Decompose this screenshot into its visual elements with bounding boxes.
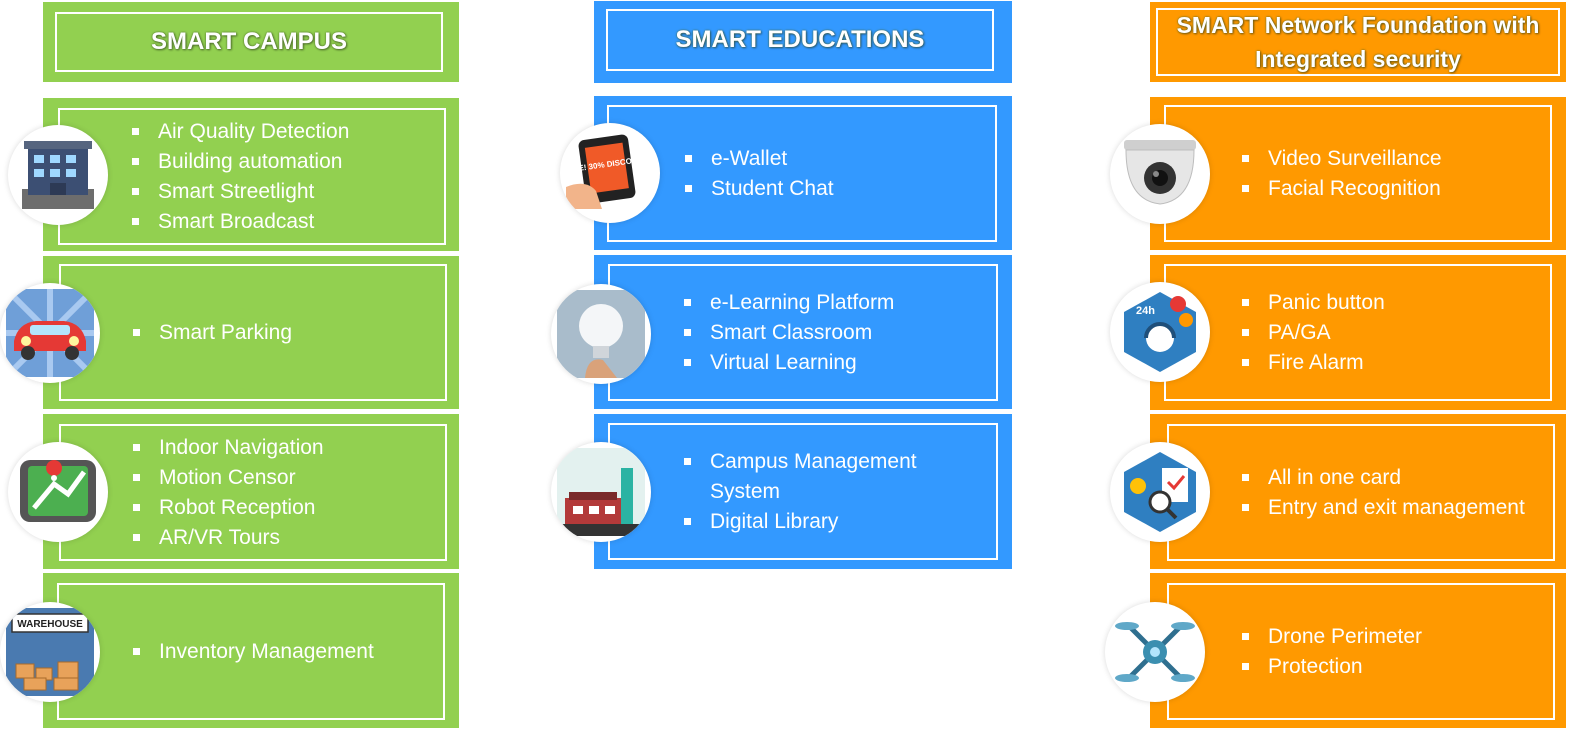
list-item: e-Wallet bbox=[683, 144, 834, 174]
education-card-learning: e-Learning Platform Smart Classroom Virt… bbox=[594, 255, 1012, 409]
cctv-camera-icon bbox=[1110, 124, 1210, 224]
support-24h-text: 24h bbox=[1136, 305, 1155, 317]
list-item: Smart Streetlight bbox=[130, 177, 349, 207]
list-item: Fire Alarm bbox=[1240, 348, 1385, 378]
list-item: Air Quality Detection bbox=[130, 117, 349, 147]
campus-card-building-list: Air Quality Detection Building automatio… bbox=[130, 117, 349, 237]
list-item: PA/GA bbox=[1240, 318, 1385, 348]
list-item: Motion Censor bbox=[131, 463, 324, 493]
education-card-learning-list: e-Learning Platform Smart Classroom Virt… bbox=[682, 288, 894, 378]
list-item: Campus Management System bbox=[682, 447, 942, 507]
network-card-access-list: All in one card Entry and exit managemen… bbox=[1240, 463, 1525, 523]
education-card-campus-list: Campus Management System Digital Library bbox=[682, 447, 942, 537]
warehouse-sign-text: WAREHOUSE bbox=[17, 619, 83, 630]
card-management-icon bbox=[1110, 442, 1210, 542]
building-icon bbox=[8, 125, 108, 225]
network-card-panic-list: Panic button PA/GA Fire Alarm bbox=[1240, 288, 1385, 378]
light-bulb-icon bbox=[551, 284, 651, 384]
campus-card-navigation: Indoor Navigation Motion Censor Robot Re… bbox=[43, 414, 459, 569]
network-card-drone-list: Drone Perimeter Protection bbox=[1240, 622, 1422, 682]
campus-building-icon bbox=[551, 442, 651, 542]
list-item: e-Learning Platform bbox=[682, 288, 894, 318]
list-item: Indoor Navigation bbox=[131, 433, 324, 463]
list-item: Smart Parking bbox=[131, 318, 292, 348]
list-item: Drone Perimeter bbox=[1240, 622, 1422, 652]
list-item: AR/VR Tours bbox=[131, 523, 324, 553]
list-item: Panic button bbox=[1240, 288, 1385, 318]
network-card-drone: Drone Perimeter Protection bbox=[1150, 573, 1566, 728]
smart-educations-header: SMART EDUCATIONS bbox=[594, 1, 1012, 83]
network-card-access: All in one card Entry and exit managemen… bbox=[1150, 414, 1566, 569]
education-card-wallet-list: e-Wallet Student Chat bbox=[683, 144, 834, 204]
network-card-panic: Panic button PA/GA Fire Alarm bbox=[1150, 255, 1566, 410]
list-item: Building automation bbox=[130, 147, 349, 177]
education-card-campus: Campus Management System Digital Library bbox=[594, 414, 1012, 569]
campus-card-building: Air Quality Detection Building automatio… bbox=[43, 98, 459, 251]
campus-card-parking: Smart Parking bbox=[43, 256, 459, 409]
list-item: All in one card bbox=[1240, 463, 1525, 493]
list-item: Smart Broadcast bbox=[130, 207, 349, 237]
list-item: Student Chat bbox=[683, 174, 834, 204]
list-item: Facial Recognition bbox=[1240, 174, 1442, 204]
warehouse-icon: WAREHOUSE bbox=[0, 602, 100, 702]
campus-card-parking-list: Smart Parking bbox=[131, 318, 292, 348]
list-item: Robot Reception bbox=[131, 493, 324, 523]
smart-campus-title: SMART CAMPUS bbox=[55, 12, 443, 72]
list-item: Digital Library bbox=[682, 507, 942, 537]
campus-card-warehouse-list: Inventory Management bbox=[131, 637, 374, 667]
list-item: Video Surveillance bbox=[1240, 144, 1442, 174]
list-item: Virtual Learning bbox=[682, 348, 894, 378]
list-item: Inventory Management bbox=[131, 637, 374, 667]
list-item: Entry and exit management bbox=[1240, 493, 1525, 523]
map-navigation-icon bbox=[8, 442, 108, 542]
drone-icon bbox=[1105, 602, 1205, 702]
support-24h-icon: 24h bbox=[1110, 282, 1210, 382]
car-icon bbox=[0, 283, 100, 383]
network-card-surveillance: Video Surveillance Facial Recognition bbox=[1150, 97, 1566, 250]
campus-card-warehouse: Inventory Management bbox=[43, 573, 459, 728]
education-card-wallet: e-Wallet Student Chat bbox=[594, 96, 1012, 250]
list-item: Smart Classroom bbox=[682, 318, 894, 348]
smart-network-header: SMART Network Foundation with Integrated… bbox=[1150, 2, 1566, 82]
tablet-sale-icon: SALE! 30% DISCOUNT bbox=[560, 123, 660, 223]
campus-card-navigation-list: Indoor Navigation Motion Censor Robot Re… bbox=[131, 433, 324, 553]
smart-campus-header: SMART CAMPUS bbox=[43, 2, 459, 82]
list-item: Protection bbox=[1240, 652, 1422, 682]
network-card-surveillance-list: Video Surveillance Facial Recognition bbox=[1240, 144, 1442, 204]
smart-educations-title: SMART EDUCATIONS bbox=[606, 9, 994, 71]
smart-network-title: SMART Network Foundation with Integrated… bbox=[1156, 8, 1560, 76]
